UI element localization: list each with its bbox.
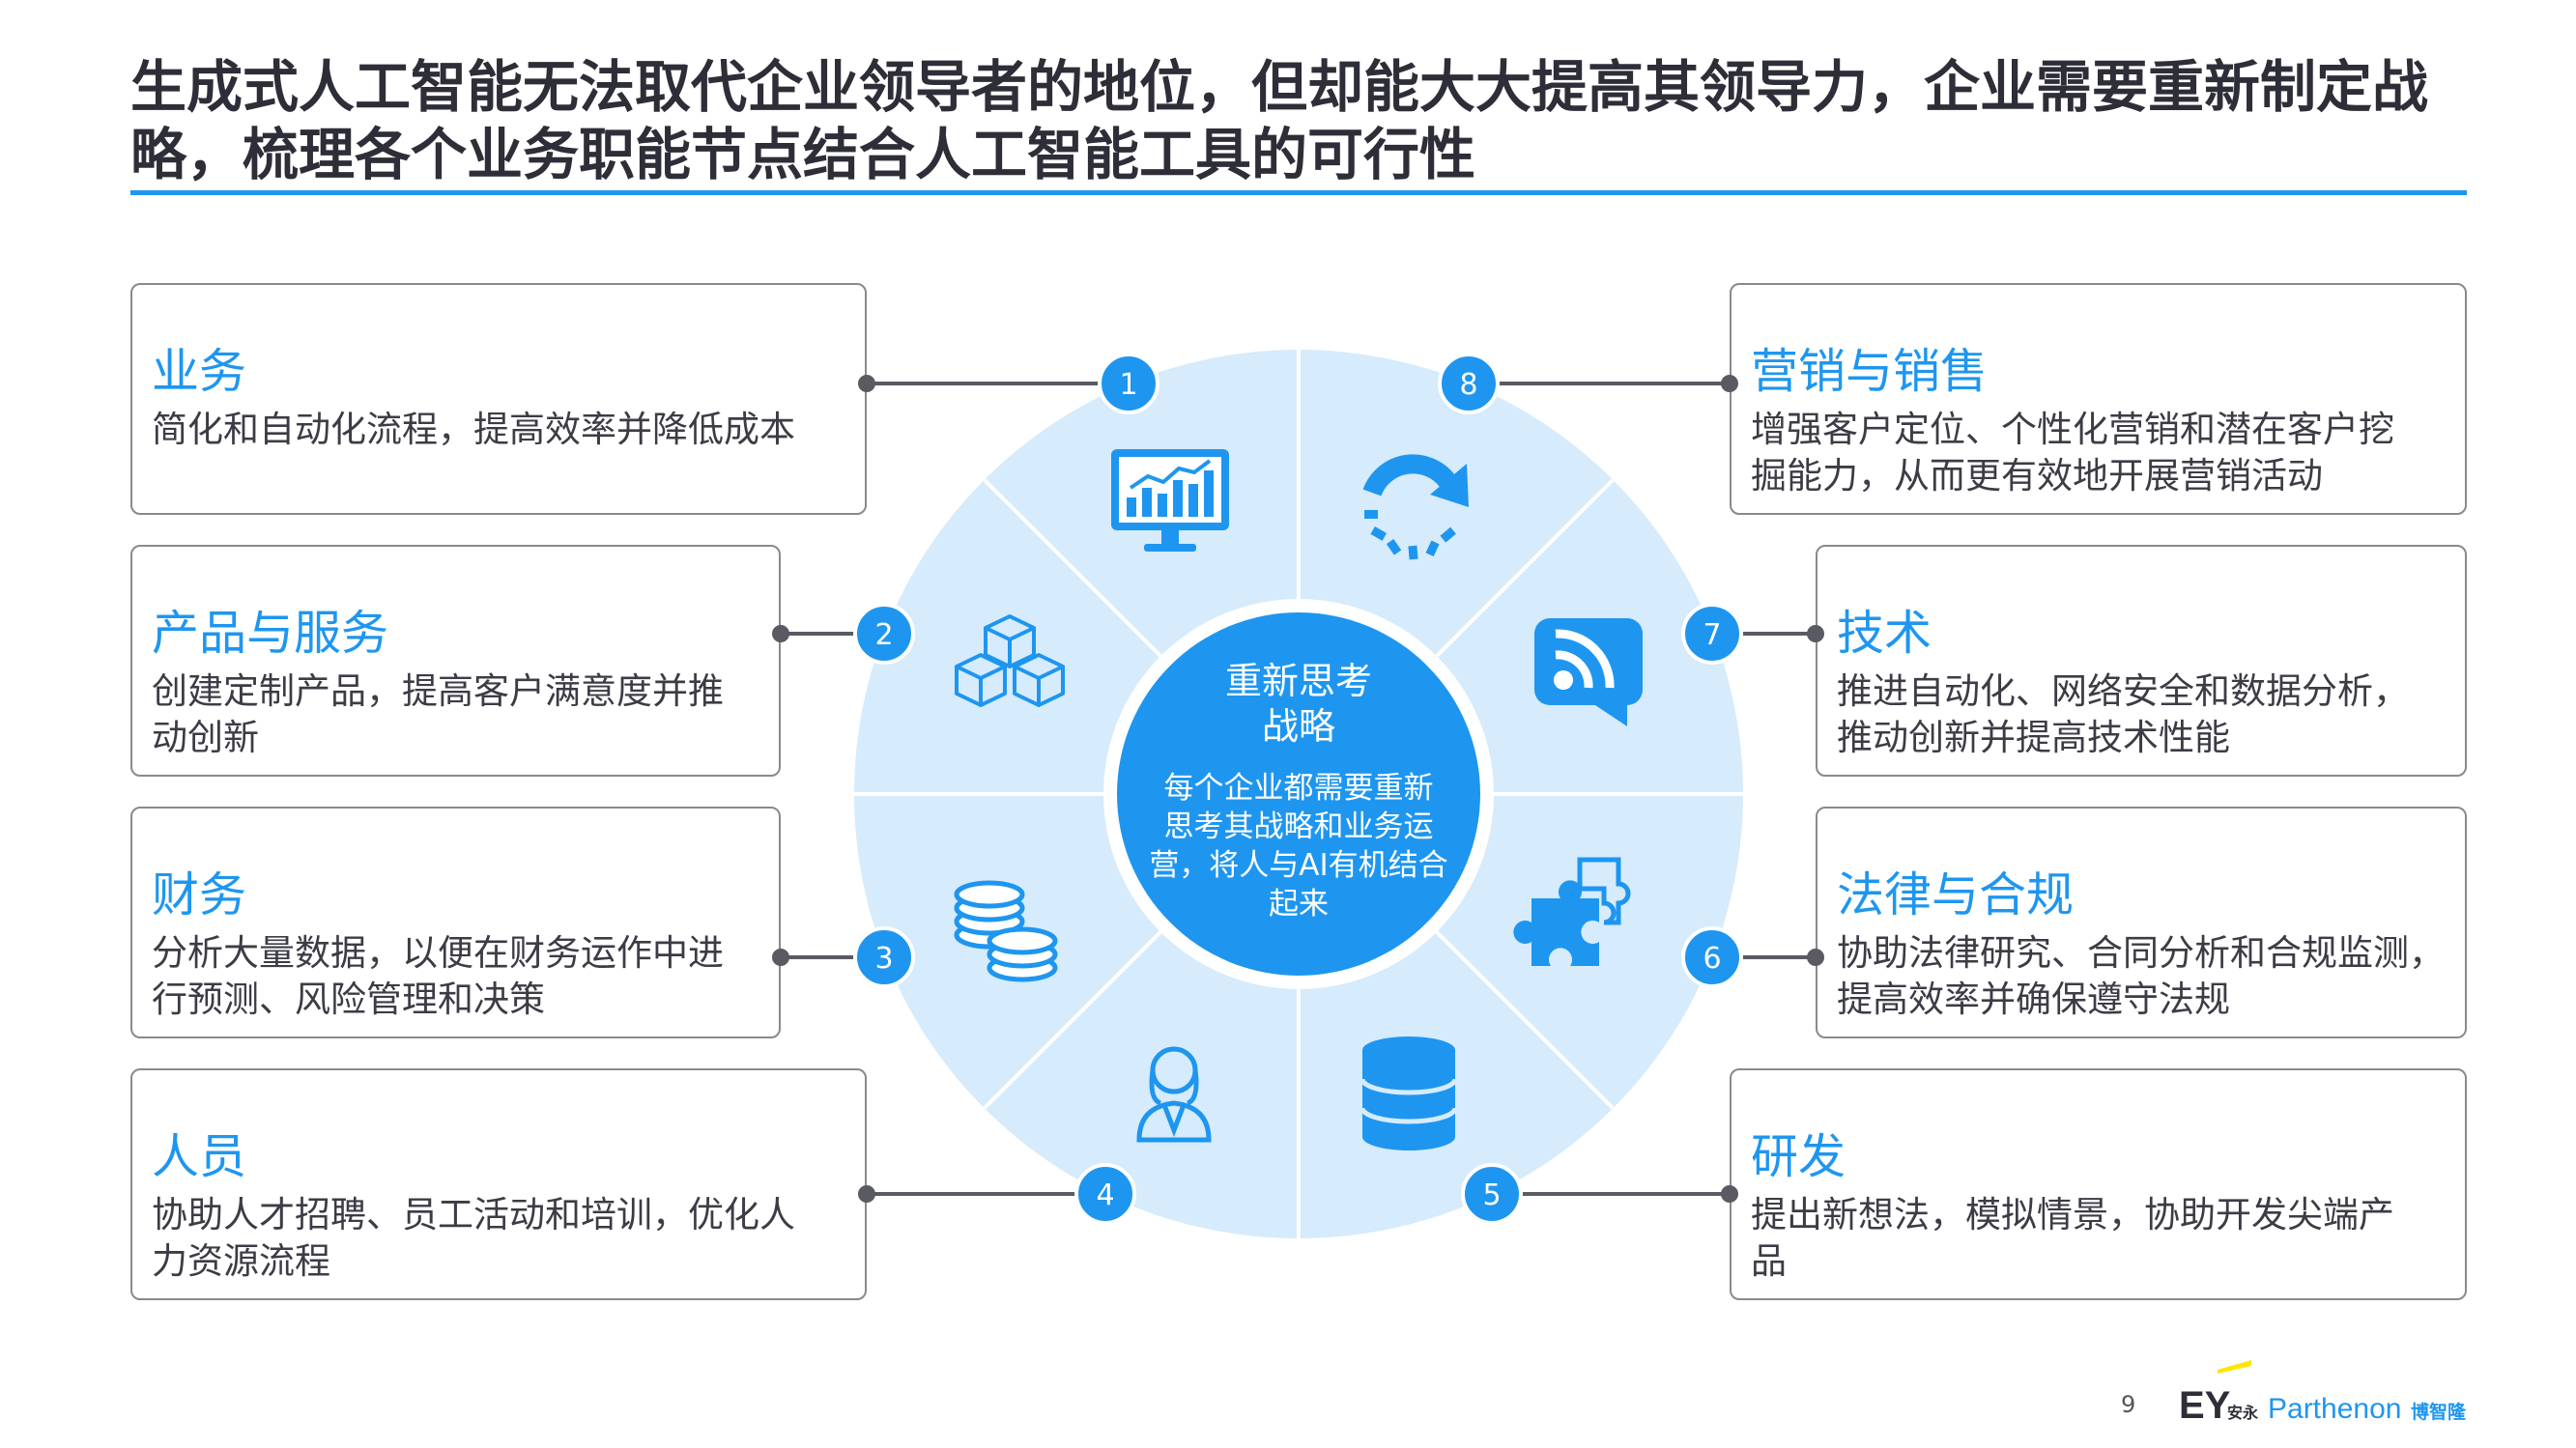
card-marketing: 营销与销售 增强客户定位、个性化营销和潜在客户挖 掘能力，从而更有效地开展营销活… xyxy=(1730,283,2467,515)
card-legal-desc: 协助法律研究、合同分析和合规监测， 提高效率并确保遵守法规 xyxy=(1837,930,2445,1023)
card-technology-desc-line: 推动创新并提高技术性能 xyxy=(1837,717,2230,758)
page-title: 生成式人工智能无法取代企业领导者的地位，但却能大大提高其领导力，企业需要重新制定… xyxy=(130,54,2429,187)
badge-3-label: 3 xyxy=(874,942,893,976)
card-technology-desc: 推进自动化、网络安全和数据分析， 推动创新并提高技术性能 xyxy=(1837,668,2409,761)
badge-4-label: 4 xyxy=(1096,1178,1114,1212)
page-number: 9 xyxy=(2121,1391,2136,1418)
hub-body-line: 每个企业都需要重新 xyxy=(1164,771,1434,806)
monitor-chart-icon xyxy=(1111,449,1229,552)
badge-5-label: 5 xyxy=(1482,1178,1501,1212)
card-products: 产品与服务 创建定制产品，提高客户满意度并推 动创新 xyxy=(130,545,781,777)
wheel-divider xyxy=(983,478,1615,1110)
card-products-desc-line: 动创新 xyxy=(152,717,259,758)
wheel-divider xyxy=(983,478,1615,1110)
refresh-icon xyxy=(1362,454,1469,560)
card-business: 业务 简化和自动化流程，提高效率并降低成本 xyxy=(130,283,867,515)
badge-6-label: 6 xyxy=(1703,942,1721,976)
rss-chat-icon xyxy=(1534,618,1643,726)
hub-heading-line: 战略 xyxy=(1262,705,1335,748)
card-marketing-desc-line: 掘能力，从而更有效地开展营销活动 xyxy=(1751,455,2323,497)
badge-2-label: 2 xyxy=(874,618,893,652)
card-business-title: 业务 xyxy=(152,344,247,399)
card-finance-desc-line: 行预测、风险管理和决策 xyxy=(152,979,545,1020)
card-rnd-desc: 提出新想法，模拟情景，协助开发尖端产 品 xyxy=(1751,1192,2394,1285)
ey-beam-icon xyxy=(2218,1360,2251,1374)
badge-2 xyxy=(853,603,915,665)
card-rnd-desc-line: 品 xyxy=(1751,1240,1787,1282)
card-marketing-desc: 增强客户定位、个性化营销和潜在客户挖 掘能力，从而更有效地开展营销活动 xyxy=(1751,407,2394,499)
badge-4 xyxy=(1074,1163,1136,1225)
badge-1 xyxy=(1098,353,1159,414)
card-people-title: 人员 xyxy=(152,1129,247,1184)
card-finance-desc: 分析大量数据，以便在财务运作中进 行预测、风险管理和决策 xyxy=(152,930,724,1023)
ey-logo-cn: 安永 xyxy=(2227,1404,2258,1422)
card-business-desc-line: 简化和自动化流程，提高效率并降低成本 xyxy=(152,409,795,450)
card-legal-desc-line: 协助法律研究、合同分析和合规监测， xyxy=(1837,932,2445,974)
card-technology-desc-line: 推进自动化、网络安全和数据分析， xyxy=(1837,670,2409,712)
puzzle-icon xyxy=(1513,857,1631,966)
card-products-desc: 创建定制产品，提高客户满意度并推 动创新 xyxy=(152,668,724,761)
database-icon xyxy=(1360,1036,1458,1150)
card-legal-desc-line: 提高效率并确保遵守法规 xyxy=(1837,979,2230,1020)
card-business-desc: 简化和自动化流程，提高效率并降低成本 xyxy=(152,407,795,453)
ey-parthenon-logo: EY 安永 Parthenon 博智隆 xyxy=(2179,1360,2467,1427)
card-legal: 法律与合规 协助法律研究、合同分析和合规监测， 提高效率并确保遵守法规 xyxy=(1816,807,2467,1038)
card-legal-title: 法律与合规 xyxy=(1837,867,2075,923)
parthenon-logo-cn: 博智隆 xyxy=(2411,1401,2467,1423)
card-rnd-desc-line: 提出新想法，模拟情景，协助开发尖端产 xyxy=(1751,1194,2394,1235)
badge-8-label: 8 xyxy=(1459,368,1477,402)
wheel-disc xyxy=(854,350,1743,1238)
card-marketing-title: 营销与销售 xyxy=(1751,344,1989,399)
card-products-title: 产品与服务 xyxy=(152,606,389,661)
ey-logo-text: EY xyxy=(2179,1384,2231,1427)
hub-body-line: 起来 xyxy=(1269,887,1329,922)
card-rnd-title: 研发 xyxy=(1751,1129,1846,1184)
badge-1-label: 1 xyxy=(1119,368,1137,402)
parthenon-logo-text: Parthenon xyxy=(2268,1393,2401,1425)
card-finance: 财务 分析大量数据，以便在财务运作中进 行预测、风险管理和决策 xyxy=(130,807,781,1038)
card-technology: 技术 推进自动化、网络安全和数据分析， 推动创新并提高技术性能 xyxy=(1816,545,2467,777)
hub-ring xyxy=(1103,599,1494,989)
card-finance-title: 财务 xyxy=(152,867,247,923)
card-marketing-desc-line: 增强客户定位、个性化营销和潜在客户挖 xyxy=(1751,409,2394,450)
card-people-desc-line: 力资源流程 xyxy=(152,1240,330,1282)
title-underline xyxy=(130,190,2467,195)
card-people-desc: 协助人才招聘、员工活动和培训，优化人 力资源流程 xyxy=(152,1192,795,1285)
card-finance-desc-line: 分析大量数据，以便在财务运作中进 xyxy=(152,932,724,974)
cubes-icon xyxy=(955,614,1065,707)
hub-core xyxy=(1117,612,1480,976)
badge-3 xyxy=(853,926,915,988)
badge-7 xyxy=(1681,603,1743,665)
badge-8 xyxy=(1438,353,1500,414)
badge-6 xyxy=(1681,926,1743,988)
person-icon xyxy=(1136,1046,1212,1143)
badge-5 xyxy=(1461,1163,1523,1225)
card-technology-title: 技术 xyxy=(1837,606,1932,661)
card-rnd: 研发 提出新想法，模拟情景，协助开发尖端产 品 xyxy=(1730,1068,2467,1300)
badge-7-label: 7 xyxy=(1703,618,1721,652)
coins-icon xyxy=(954,880,1058,982)
card-people: 人员 协助人才招聘、员工活动和培训，优化人 力资源流程 xyxy=(130,1068,867,1300)
hub-body-line: 营，将人与AI有机结合 xyxy=(1149,848,1447,883)
hub-body-line: 思考其战略和业务运 xyxy=(1164,809,1434,844)
hub-heading-line: 重新思考 xyxy=(1225,660,1372,702)
card-products-desc-line: 创建定制产品，提高客户满意度并推 xyxy=(152,670,724,712)
card-people-desc-line: 协助人才招聘、员工活动和培训，优化人 xyxy=(152,1194,795,1235)
